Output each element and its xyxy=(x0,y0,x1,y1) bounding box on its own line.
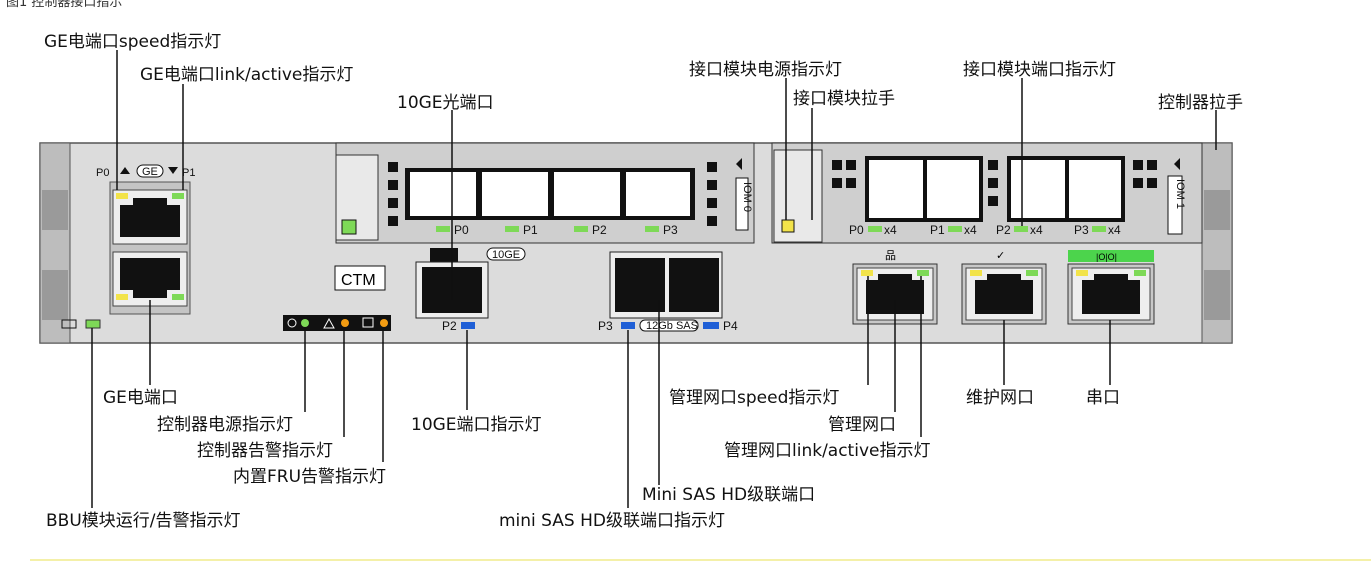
label-fru-alarm-led: 内置FRU告警指示灯 xyxy=(233,467,386,487)
ge-tag-label: GE xyxy=(142,166,158,178)
triangle-up-icon xyxy=(120,167,130,174)
ge-speed-led-2 xyxy=(116,294,128,300)
ge-p1-label: P1 xyxy=(182,167,195,179)
controller-power-led xyxy=(301,319,309,327)
triangle-down-icon xyxy=(168,167,178,174)
svg-text:x4: x4 xyxy=(884,223,897,237)
svg-text:P2: P2 xyxy=(592,223,607,237)
label-mgmt-speed-led: 管理网口speed指示灯 xyxy=(669,388,839,408)
label-controller-handle: 控制器拉手 xyxy=(1158,93,1243,113)
minisas-area: P3 12Gb SAS P4 xyxy=(598,251,738,333)
svg-text:P4: P4 xyxy=(723,319,738,333)
figure-caption: 图1 控制器接口指示 xyxy=(6,0,123,10)
ctm-label: CTM xyxy=(341,272,376,289)
svg-text:IOM 0: IOM 0 xyxy=(741,182,753,212)
label-bbu-led: BBU模块运行/告警指示灯 xyxy=(46,511,241,531)
port-10ge-led xyxy=(461,322,475,329)
label-ge-link-led: GE电端口link/active指示灯 xyxy=(140,65,353,85)
label-ge-speed-led: GE电端口speed指示灯 xyxy=(44,32,221,52)
svg-text:x4: x4 xyxy=(1108,223,1121,237)
controller-led-group xyxy=(283,315,391,331)
svg-text:P1: P1 xyxy=(523,223,538,237)
label-iom-port-led: 接口模块端口指示灯 xyxy=(963,60,1116,80)
iom1-power-led xyxy=(781,219,795,233)
bbu-led xyxy=(85,319,101,329)
callout-lines xyxy=(91,50,1217,508)
bbu-led-group xyxy=(61,319,101,329)
label-minisas-port: Mini SAS HD级联端口 xyxy=(642,485,815,505)
ge-p0-label: P0 xyxy=(96,167,109,179)
mgmt-speed-led xyxy=(861,270,873,276)
network-icon: 品 xyxy=(885,249,896,262)
controller-alarm-led xyxy=(341,319,349,327)
ge-link-led-2 xyxy=(172,294,184,300)
svg-text:|O|O|: |O|O| xyxy=(1096,252,1117,262)
svg-text:P0: P0 xyxy=(849,223,864,237)
minisas-led xyxy=(621,322,635,329)
mgmt-link-led xyxy=(917,270,929,276)
iom1-module: P0 x4 P1 x4 P2 x4 P3 x4 IOM 1 xyxy=(771,142,1203,244)
iom0-module: P0 P1 P2 P3 IOM 0 xyxy=(335,142,755,244)
wrench-icon: ✓ xyxy=(996,249,1005,262)
ge-link-led xyxy=(172,193,184,199)
svg-text:P3: P3 xyxy=(598,319,613,333)
label-10ge-optical: 10GE光端口 xyxy=(397,93,494,113)
serial-port[interactable]: |O|O| xyxy=(1067,250,1155,325)
svg-text:x4: x4 xyxy=(1030,223,1043,237)
svg-text:P3: P3 xyxy=(663,223,678,237)
svg-text:10GE: 10GE xyxy=(492,249,520,261)
iom1-port-led xyxy=(1014,226,1028,232)
label-mgmt-port: 管理网口 xyxy=(828,415,896,435)
label-minisas-led: mini SAS HD级联端口指示灯 xyxy=(499,511,725,531)
label-ge-port: GE电端口 xyxy=(103,388,178,408)
svg-text:P2: P2 xyxy=(996,223,1011,237)
label-iom-power-led: 接口模块电源指示灯 xyxy=(689,60,842,80)
fru-alarm-led xyxy=(380,319,388,327)
label-maint-port: 维护网口 xyxy=(966,388,1034,408)
label-controller-power-led: 控制器电源指示灯 xyxy=(157,415,293,435)
label-controller-alarm-led: 控制器告警指示灯 xyxy=(197,441,333,461)
label-10ge-led: 10GE端口指示灯 xyxy=(411,415,542,435)
svg-text:x4: x4 xyxy=(964,223,977,237)
svg-text:P2: P2 xyxy=(442,319,457,333)
svg-text:IOM 1: IOM 1 xyxy=(1174,179,1186,209)
label-serial-port: 串口 xyxy=(1086,388,1120,408)
label-mgmt-link-led: 管理网口link/active指示灯 xyxy=(724,441,930,461)
svg-text:12Gb SAS: 12Gb SAS xyxy=(646,320,698,332)
svg-text:P3: P3 xyxy=(1074,223,1089,237)
svg-text:P1: P1 xyxy=(930,223,945,237)
ge-speed-led xyxy=(116,193,128,199)
iom1-handle[interactable] xyxy=(773,149,823,243)
label-iom-handle: 接口模块拉手 xyxy=(793,89,895,109)
maint-port[interactable]: ✓ xyxy=(961,249,1047,325)
svg-text:P0: P0 xyxy=(454,223,469,237)
ge-port-block: P0 GE P1 xyxy=(96,164,195,315)
